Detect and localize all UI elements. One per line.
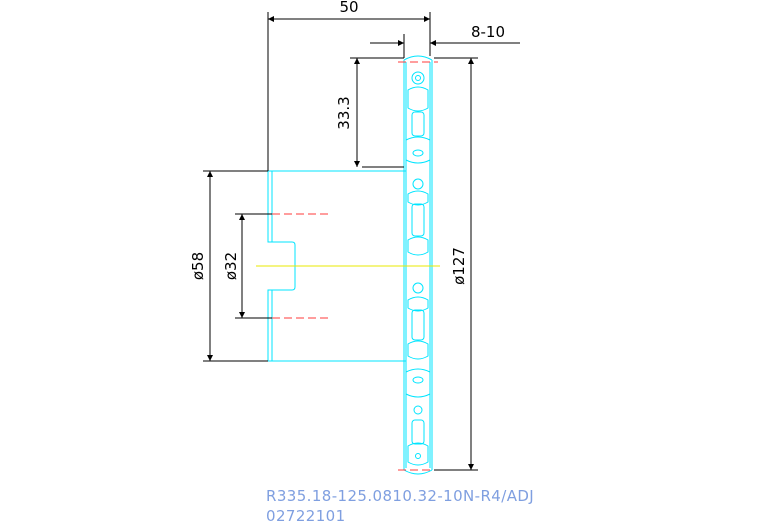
drawing-number-label: 02722101	[266, 507, 346, 525]
hub-outline	[267, 170, 407, 362]
dimension-label-dia-58: ø58	[189, 252, 207, 280]
part-number-label: R335.18-125.0810.32-10N-R4/ADJ	[266, 487, 535, 505]
dimension-label-50: 50	[339, 0, 358, 16]
dimension-label-33-3: 33.3	[335, 96, 353, 129]
dimension-label-8-10: 8-10	[471, 23, 505, 41]
dimension-label-dia-32: ø32	[222, 252, 240, 280]
sprocket-profile	[403, 55, 433, 475]
hidden-lines	[272, 61, 438, 471]
dimension-label-dia-127: ø127	[450, 247, 468, 285]
